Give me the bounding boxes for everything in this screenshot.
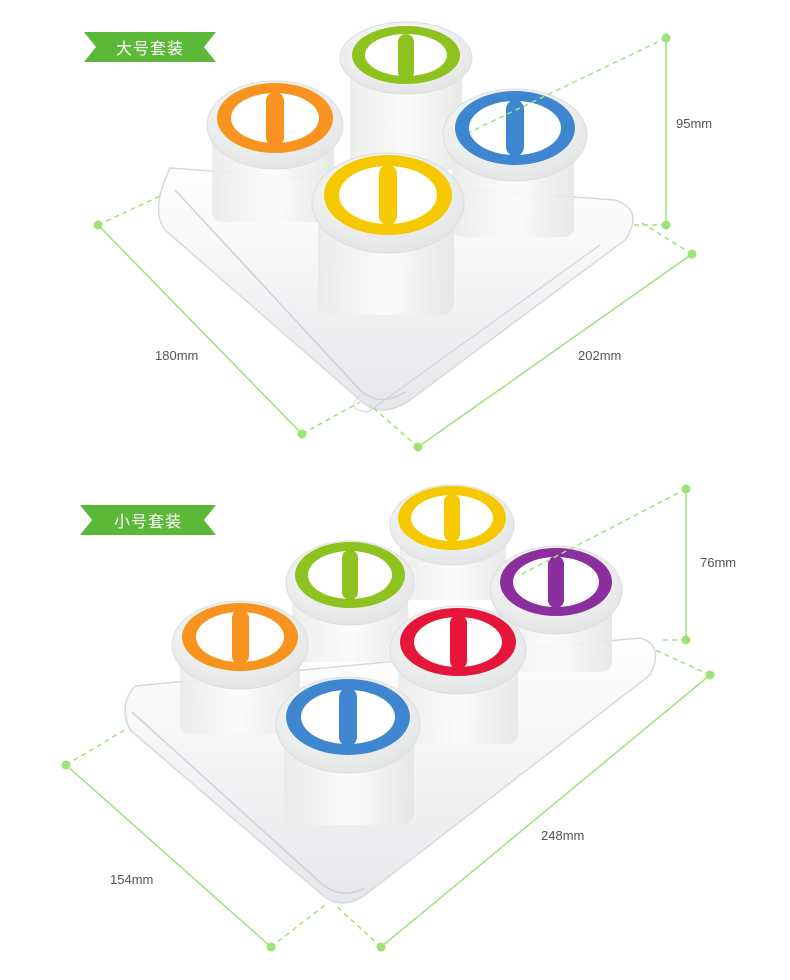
jar-red-small bbox=[389, 605, 527, 744]
tag-ribbon-shape bbox=[84, 32, 216, 62]
small-set-tag: 小号套装 bbox=[80, 505, 216, 535]
large-set-tag: 大号套装 bbox=[84, 32, 216, 62]
small-width-label: 248mm bbox=[541, 828, 585, 843]
jar-blue bbox=[442, 88, 588, 237]
jar-lime-small bbox=[285, 540, 415, 662]
small-set-product bbox=[61, 484, 715, 952]
large-depth-label: 180mm bbox=[155, 348, 199, 363]
jar-orange-small bbox=[171, 600, 309, 734]
tag-ribbon-shape bbox=[80, 505, 216, 535]
large-dimension-lines bbox=[93, 33, 697, 452]
large-width-label: 202mm bbox=[578, 348, 622, 363]
large-set-label: 大号套装 bbox=[115, 39, 184, 58]
large-height-label: 95mm bbox=[676, 116, 713, 131]
jar-yellow bbox=[311, 152, 465, 315]
jar-blue-small bbox=[275, 676, 421, 825]
small-height-label: 76mm bbox=[700, 555, 737, 570]
small-depth-label: 154mm bbox=[110, 872, 154, 887]
jar-yellow-small bbox=[389, 484, 515, 600]
jar-lime bbox=[339, 21, 473, 170]
small-dimension-lines bbox=[61, 484, 715, 952]
jar-orange bbox=[206, 80, 344, 222]
small-set-label: 小号套装 bbox=[113, 512, 182, 531]
large-set-product bbox=[93, 21, 697, 452]
